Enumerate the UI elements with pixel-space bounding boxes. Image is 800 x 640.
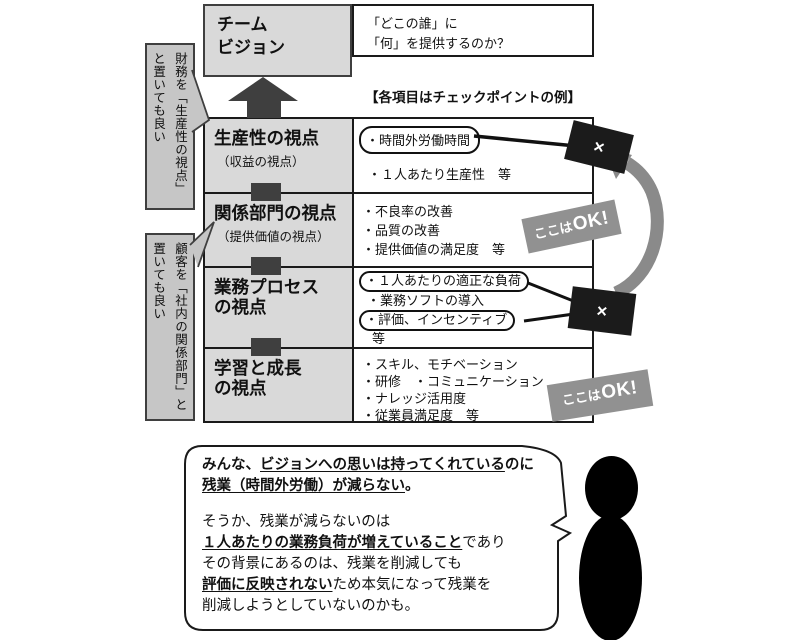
row-productivity: 生産性の視点 （収益の視点） ・時間外労働時間 ・１人あたり生産性 等 [205,119,592,192]
checkpoint-item: ・業務ソフトの導入 [367,292,485,308]
row-departments-items: ・不良率の改善 ・品質の改善 ・提供価値の満足度 等 [354,194,592,266]
row-title: 生産性の視点 [214,128,319,148]
bubble-segment: そうか、残業が減らないのは [202,514,391,531]
checkpoint-item: ・不良率の改善 [362,204,454,219]
x-icon: × [591,135,607,158]
row-learning-header: 学習と成長 の視点 [205,349,354,421]
row-title-line2: の視点 [214,297,267,318]
checkpoint-item: ・ナレッジ活用度 [362,391,467,407]
bubble-segment: 削減しようとしていないのかも。 [202,598,420,615]
checkpoint-item-circled: ・１人あたりの適正な負荷 [359,271,530,292]
team-vision-line1: チーム [217,15,268,34]
bubble-paragraph-2: そうか、残業が減らないのは １人あたりの業務負荷が増えていることであり その背景… [202,512,554,617]
checkpoint-item-circled: ・時間外労働時間 [359,126,481,154]
team-vision-line2: ビジョン [217,37,285,57]
bubble-segment: みんな、 [202,457,260,473]
checkpoint-item: ・研修 ・コミュニケーション [362,374,544,390]
ng-mark-process: × [567,286,637,336]
up-arrow-icon [228,77,298,118]
ok-badge-main: OK! [570,207,611,236]
checkpoint-item: ・スキル、モチベーション [362,357,518,372]
row-process-items: ・１人あたりの適正な負荷 ・業務ソフトの導入 ・評価、インセンティブ 等 [354,268,592,347]
cause-arrow [612,157,664,299]
ok-badge-prefix: ここは [560,386,602,408]
checkpoint-item: ・品質の改善 [362,222,441,238]
bubble-segment: その背景にあるのは、残業を削減しても [202,556,462,573]
bubble-segment: 。 [405,478,420,495]
finance-callout: 財務を「生産性の視点」と置いても良い [145,43,195,210]
row-subtitle: （収益の視点） [217,155,305,170]
row-connector-icon [251,183,281,201]
bubble-text: みんな、ビジョンへの思いは持ってくれているのに 残業（時間外労働）が減らない。 … [202,455,554,632]
customer-callout: 顧客を「社内の関係部門」と置いても良い [145,233,195,421]
checkpoint-item-circled: ・評価、インセンティブ [359,309,516,331]
checkpoint-item: ・１人あたり生産性 等 [368,167,512,182]
vision-question-line2: 「何」を提供するのか？ [367,36,511,52]
team-vision-box: チーム ビジョン [203,4,352,77]
row-process: 業務プロセス の視点 ・１人あたりの適正な負荷 ・業務ソフトの導入 ・評価、イン… [205,266,592,347]
bubble-segment-underline: 残業（時間外労働）が減らない [202,478,405,495]
bubble-segment-underline: 評価に反映されない [202,577,333,594]
ok-badge-main: OK! [599,377,640,404]
bubble-segment: のに [504,457,534,473]
row-title-line2: の視点 [214,378,267,399]
row-productivity-header: 生産性の視点 （収益の視点） [205,119,354,192]
ok-badge-prefix: ここは [532,218,574,242]
row-connector-icon [251,257,281,275]
checkpoint-note: 【各項目はチェックポイントの例】 [365,90,581,105]
checkpoint-item: ・従業員満足度 等 [362,408,480,424]
bubble-segment: ため本気になって残業を [332,577,492,594]
bsc-table: 生産性の視点 （収益の視点） ・時間外労働時間 ・１人あたり生産性 等 関係部門… [203,117,594,423]
row-learning: 学習と成長 の視点 ・スキル、モチベーション ・研修 ・コミュニケーション ・ナ… [205,347,592,424]
row-process-header: 業務プロセス の視点 [205,268,354,347]
vision-question-line1: 「どこの誰」に [367,16,458,31]
bubble-paragraph-1: みんな、ビジョンへの思いは持ってくれているのに 残業（時間外労働）が減らない。 [202,455,554,497]
row-title: 関係部門の視点 [214,203,337,223]
bubble-segment-underline: ビジョンへの思いは持ってくれている [260,457,505,473]
row-departments-header: 関係部門の視点 （提供価値の視点） [205,194,354,266]
person-silhouette-head [585,456,638,520]
checkpoint-item: 等 [372,330,386,346]
row-title: 学習と成長 [214,358,302,378]
person-silhouette-body [579,515,642,640]
row-learning-items: ・スキル、モチベーション ・研修 ・コミュニケーション ・ナレッジ活用度 ・従業… [354,349,592,424]
bubble-segment-underline: １人あたりの業務負荷が増えていること [202,535,463,552]
checkpoint-item: ・提供価値の満足度 等 [362,241,506,257]
row-productivity-items: ・時間外労働時間 ・１人あたり生産性 等 [354,119,592,192]
row-subtitle: （提供価値の視点） [217,230,330,245]
x-icon: × [595,299,609,322]
vision-question-box: 「どこの誰」に 「何」を提供するのか？ [352,4,594,57]
row-title: 業務プロセス [214,277,319,297]
row-connector-icon [251,338,281,356]
row-departments: 関係部門の視点 （提供価値の視点） ・不良率の改善 ・品質の改善 ・提供価値の満… [205,192,592,266]
bubble-segment: であり [462,535,506,552]
